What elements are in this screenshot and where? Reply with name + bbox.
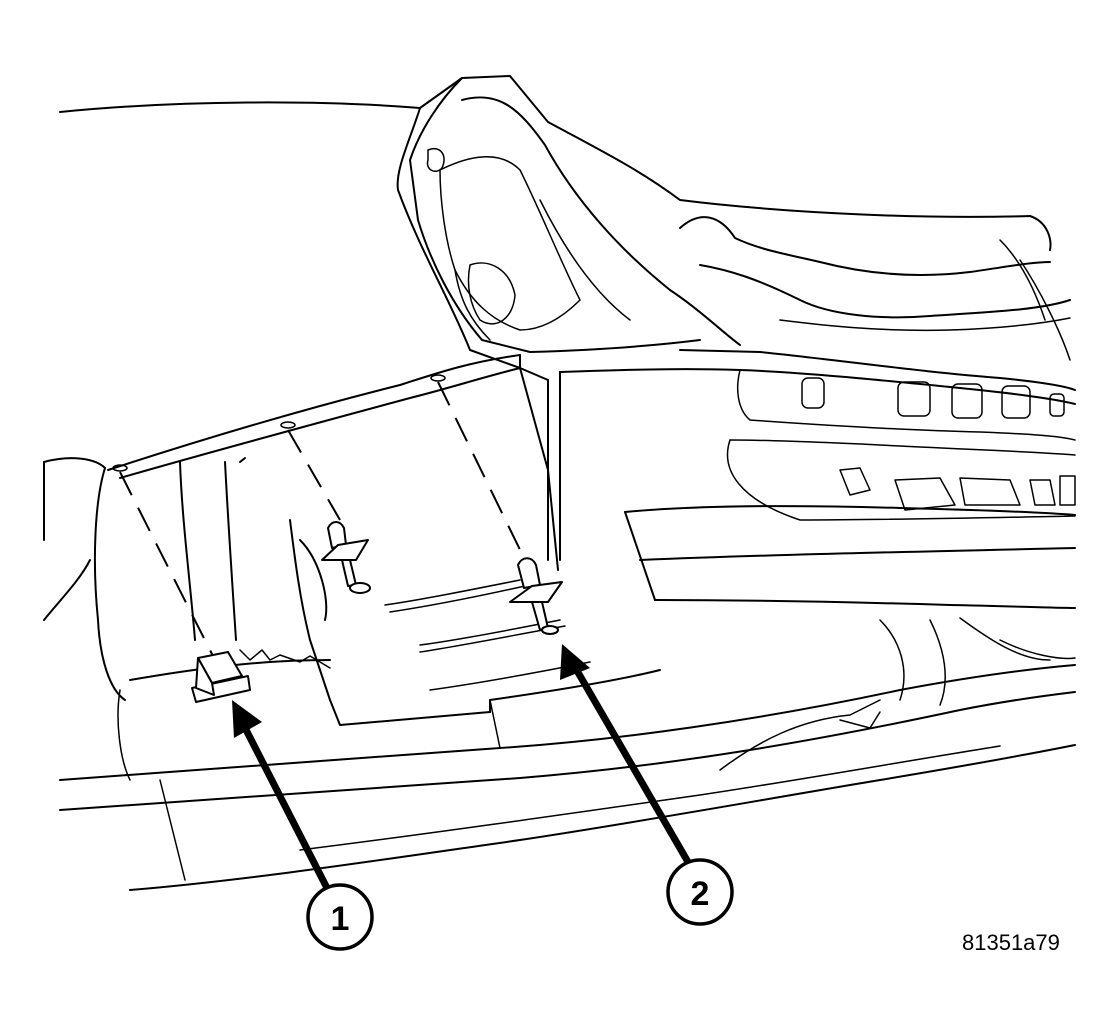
push-pin-fastener-upper — [321, 521, 371, 594]
figure-id: 81351a79 — [962, 930, 1060, 955]
callout-leader-1 — [232, 700, 332, 892]
vehicle-body-outline — [43, 75, 1076, 891]
alignment-lines — [119, 381, 526, 661]
clip — [191, 651, 251, 703]
callout-2: 2 — [666, 858, 734, 926]
callout-1-number: 1 — [331, 900, 350, 938]
push-pin-fastener — [509, 557, 563, 635]
callout-leader-2 — [560, 644, 692, 864]
mounting-holes — [112, 374, 446, 472]
callout-2-number: 2 — [691, 875, 710, 913]
callout-1: 1 — [306, 883, 374, 951]
